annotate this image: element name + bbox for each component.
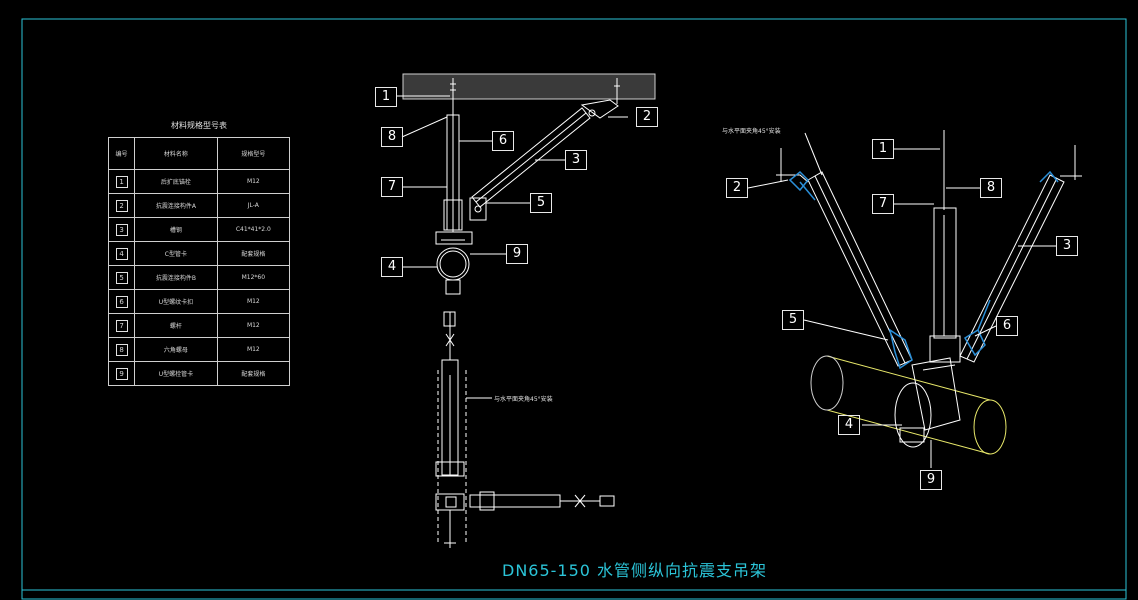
row-num: 5 (115, 271, 128, 284)
iso-view (776, 130, 1082, 455)
row-spec: 配套规格 (216, 241, 291, 266)
front-view (402, 73, 656, 295)
row-name: 六角螺母 (134, 337, 218, 362)
front-callout-2: 2 (636, 107, 658, 127)
iso-callout-3: 3 (1056, 236, 1078, 256)
front-callout-6: 6 (492, 131, 514, 151)
row-num: 9 (115, 367, 128, 380)
row-num: 4 (115, 247, 128, 260)
front-callout-3: 3 (565, 150, 587, 170)
front-callout-7: 7 (381, 177, 403, 197)
front-callout-4: 4 (381, 257, 403, 277)
side-view (435, 311, 615, 548)
table-row: 4 C型管卡配套规格 (107, 241, 291, 266)
table-row: 9 U型螺栓管卡配套规格 (107, 361, 291, 386)
iso-callout-6: 6 (996, 316, 1018, 336)
row-spec: M12 (216, 169, 291, 194)
row-num: 3 (115, 223, 128, 236)
ceiling-slab (402, 73, 656, 100)
row-spec: M12 (216, 289, 291, 314)
row-num: 2 (115, 199, 128, 212)
front-callout-1: 1 (375, 87, 397, 107)
row-num: 1 (115, 175, 128, 188)
header-num: 编号 (107, 137, 136, 170)
row-name: C型管卡 (134, 241, 218, 266)
row-num: 7 (115, 319, 128, 332)
side-view-note: 与水平面夹角45°安装 (494, 396, 553, 403)
iso-callout-9: 9 (920, 470, 942, 490)
iso-view-note: 与水平面夹角45°安装 (722, 128, 781, 135)
iso-callout-2: 2 (726, 178, 748, 198)
row-name: 抗震连接构件B (134, 265, 218, 290)
drawing-caption: DN65-150 水管侧纵向抗震支吊架 (502, 561, 768, 580)
front-callout-8: 8 (381, 127, 403, 147)
iso-callout-4: 4 (838, 415, 860, 435)
front-callout-5: 5 (530, 193, 552, 213)
header-spec: 规格型号 (216, 137, 291, 170)
row-name: U型螺栓管卡 (134, 361, 218, 386)
iso-view-leaders (747, 132, 1056, 468)
row-spec: 配套规格 (216, 361, 291, 386)
row-num: 8 (115, 343, 128, 356)
row-spec: C41*41*2.0 (216, 217, 291, 242)
front-callout-9: 9 (506, 244, 528, 264)
header-name: 材料名称 (134, 137, 218, 170)
drawing-frame (21, 18, 1127, 600)
row-spec: M12*60 (216, 265, 291, 290)
row-spec: M12 (216, 337, 291, 362)
material-table-header: 编号 材料名称 规格型号 (107, 137, 291, 170)
row-name: U型螺纹卡扣 (134, 289, 218, 314)
row-spec: M12 (216, 313, 291, 338)
iso-callout-1: 1 (872, 139, 894, 159)
iso-callout-5: 5 (782, 310, 804, 330)
row-spec: JL-A (216, 193, 291, 218)
iso-blue-connectors (788, 170, 1059, 370)
iso-callout-7: 7 (872, 194, 894, 214)
row-name: 抗震连接构件A (134, 193, 218, 218)
row-name: 后扩底锚栓 (134, 169, 218, 194)
iso-callout-8: 8 (980, 178, 1002, 198)
front-view-leaders (396, 95, 628, 268)
material-table-title: 材料规格型号表 (171, 121, 227, 130)
row-name: 螺杆 (134, 313, 218, 338)
row-name: 槽钢 (134, 217, 218, 242)
row-num: 6 (115, 295, 128, 308)
